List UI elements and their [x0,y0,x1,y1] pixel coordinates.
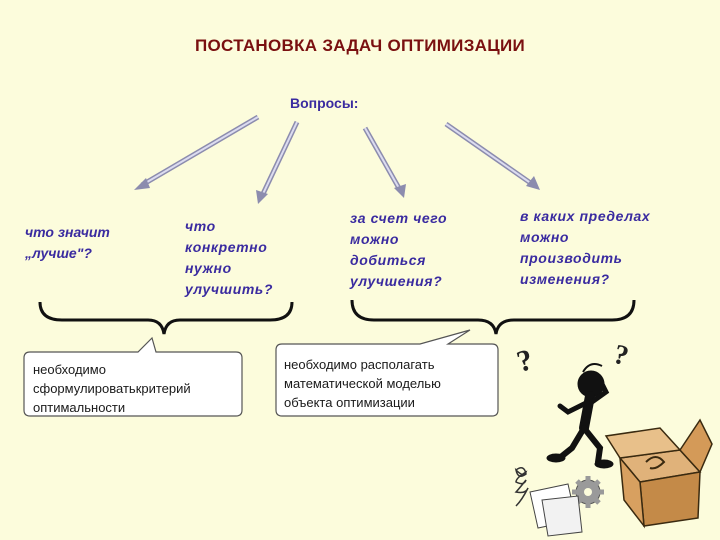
question-line: что значит [25,224,110,240]
paper-icon [529,483,583,537]
question-line: за счет чего [350,210,448,226]
question-line: конкретно [185,239,268,255]
question-3: за счет чего можно добиться улучшения? [350,208,490,292]
question-mark-icon: ? [513,343,536,379]
arrow-to-q3 [362,126,406,198]
question-line: улучшить? [185,281,273,297]
page-title: ПОСТАНОВКА ЗАДАЧ ОПТИМИЗАЦИИ [195,36,525,55]
callout-line: объекта оптимизации [284,395,415,410]
question-line: добиться [350,252,427,268]
question-2: что конкретно нужно улучшить? [185,216,305,300]
callout-line: математической моделью [284,376,441,391]
callout-line: необходимо располагать [284,357,435,372]
callout-line: сформулироватькритерий [33,381,191,396]
questions-label: Вопросы: [290,95,359,111]
question-line: в каких пределах [520,208,651,224]
callout-1-text: необходимо сформулироватькритерий оптима… [33,360,238,417]
callout-box-1 [23,336,243,417]
arrow-to-q1 [134,114,260,190]
question-line: что [185,218,216,234]
question-line: можно [520,229,570,245]
callout-line: необходимо [33,362,106,377]
question-line: изменения? [520,271,610,287]
arrow-to-q4 [444,121,540,190]
gear-icon [572,476,604,508]
question-mark-icon: ? [610,339,632,373]
left-brace [38,301,294,335]
spring-icon [514,467,529,507]
right-brace [350,299,636,335]
arrow-to-q2 [256,120,300,204]
question-line: „лучше"? [25,245,92,261]
callout-2-text: необходимо располагать математической мо… [284,355,489,412]
question-4: в каких пределах можно производить измен… [520,206,700,290]
thinking-figure-icon [546,363,614,469]
open-box-icon [604,418,713,529]
callout-line: оптимальности [33,400,126,415]
question-line: улучшения? [350,273,443,289]
question-line: производить [520,250,623,266]
question-1: что значит „лучше"? [25,222,155,264]
question-line: можно [350,231,400,247]
callout-box-2 [275,329,499,417]
question-line: нужно [185,260,232,276]
